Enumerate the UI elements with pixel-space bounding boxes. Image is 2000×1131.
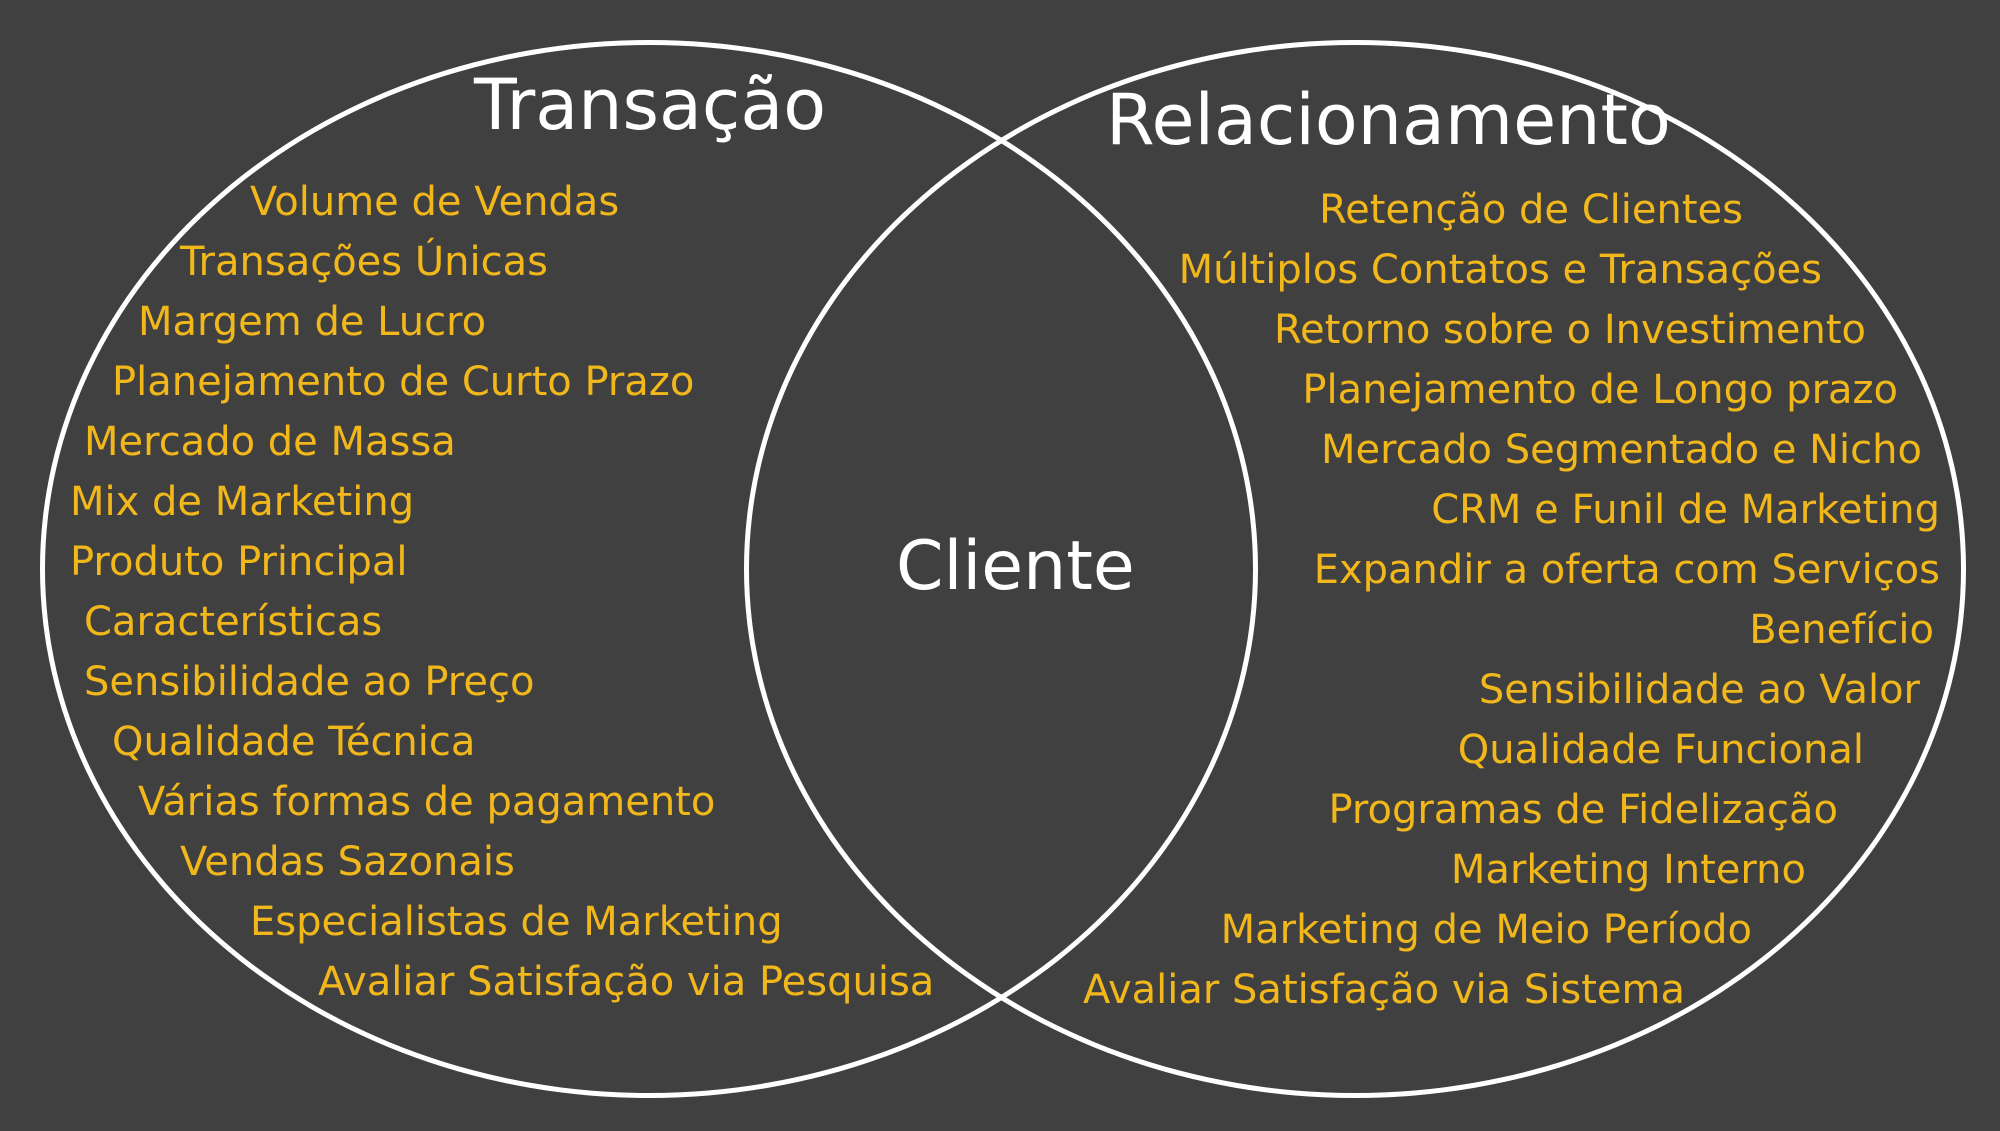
transaction-item: Qualidade Técnica: [112, 719, 476, 765]
transaction-title: Transação: [474, 64, 827, 146]
relationship-item: Expandir a oferta com Serviços: [1313, 547, 1940, 593]
relationship-item: Planejamento de Longo prazo: [1302, 367, 1898, 413]
transaction-item: Mix de Marketing: [70, 479, 415, 525]
relationship-item: CRM e Funil de Marketing: [1431, 487, 1940, 533]
relationship-circle: [744, 40, 1966, 1098]
transaction-item: Volume de Vendas: [250, 179, 620, 225]
relationship-item: Qualidade Funcional: [1457, 727, 1864, 773]
relationship-title: Relacionamento: [1106, 79, 1671, 161]
relationship-item: Retenção de Clientes: [1319, 187, 1743, 233]
transaction-item: Vendas Sazonais: [180, 839, 515, 885]
transaction-item: Especialistas de Marketing: [250, 899, 783, 945]
transaction-item: Características: [84, 599, 383, 645]
relationship-item: Retorno sobre o Investimento: [1274, 307, 1866, 353]
transaction-item: Mercado de Massa: [84, 419, 456, 465]
transaction-item: Transações Únicas: [180, 239, 548, 285]
transaction-item: Sensibilidade ao Preço: [84, 659, 535, 705]
transaction-item: Várias formas de pagamento: [138, 779, 716, 825]
transaction-item: Avaliar Satisfação via Pesquisa: [318, 959, 935, 1005]
relationship-item: Mercado Segmentado e Nicho: [1320, 427, 1922, 473]
transaction-item: Produto Principal: [70, 539, 408, 585]
relationship-item: Marketing de Meio Período: [1220, 907, 1752, 953]
relationship-item: Benefício: [1749, 607, 1934, 653]
relationship-item: Múltiplos Contatos e Transações: [1178, 247, 1822, 293]
relationship-item: Programas de Fidelização: [1328, 787, 1838, 833]
relationship-item: Sensibilidade ao Valor: [1478, 667, 1920, 713]
relationship-item: Avaliar Satisfação via Sistema: [1082, 967, 1685, 1013]
transaction-item: Planejamento de Curto Prazo: [112, 359, 695, 405]
center-label-cliente: Cliente: [896, 527, 1135, 606]
relationship-item: Marketing Interno: [1450, 847, 1806, 893]
transaction-item: Margem de Lucro: [138, 299, 487, 345]
